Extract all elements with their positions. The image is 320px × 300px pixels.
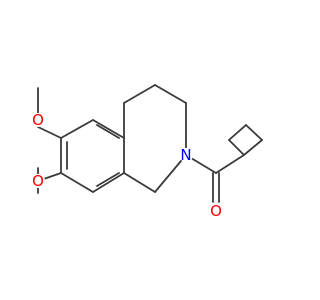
carbonyl-cyclobutyl-bond [215,154,245,174]
cyclobutyl-bond [228,139,245,156]
cyclobutyl-bond [243,139,263,156]
ring-bond [154,84,187,104]
cyclobutyl-bond [228,124,247,141]
aromatic-double-bond [96,172,120,187]
oxygen-label-carbonyl: O [210,202,222,220]
oxygen-label-lower: O [32,172,44,190]
nitrogen-label: N [180,146,191,164]
aromatic-double-bond [96,124,120,139]
cyclobutyl-bond [245,124,263,141]
atom-label-o-lower: O [31,172,45,190]
atom-label-o-carbonyl: O [209,202,223,220]
atom-label-n-ring: N [179,146,193,164]
aromatic-bond [60,119,94,139]
molecule-structure: O O N O [31,84,263,220]
ring-bond [154,154,187,193]
aromatic-bond [60,172,94,193]
aromatic-bond [92,172,125,193]
methoxy-bond-upper [37,126,62,139]
oxygen-label-upper: O [32,111,44,129]
atom-label-o-upper: O [31,111,45,129]
ring-bond [123,172,156,193]
ring-bond [123,84,156,104]
aromatic-bond [92,119,125,139]
